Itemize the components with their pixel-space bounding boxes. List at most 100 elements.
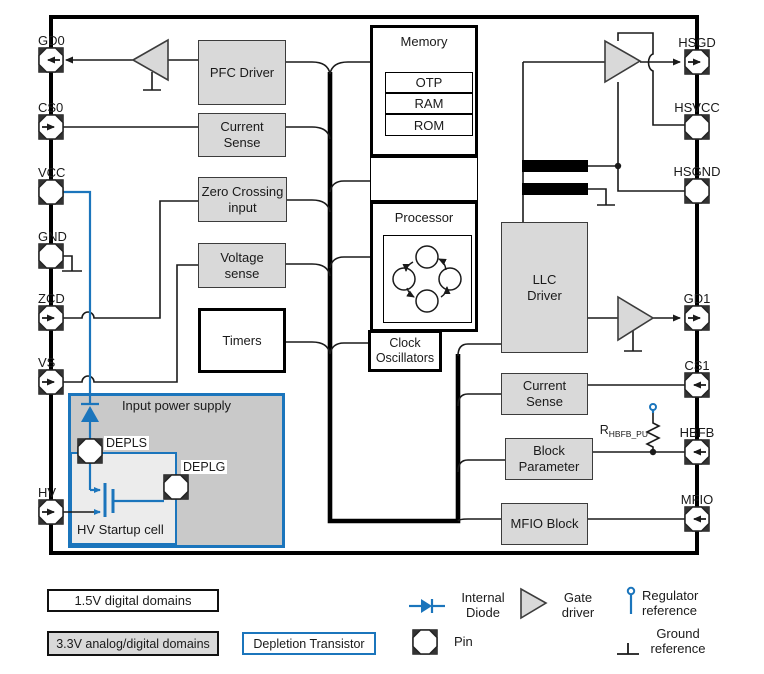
level-shifter-bar-2 xyxy=(522,183,588,195)
legend-gate-driver-label: Gate driver xyxy=(561,590,595,621)
pin-mfio xyxy=(684,506,710,532)
wire-zc-to-bus xyxy=(287,199,331,213)
wire-bus-to-clock xyxy=(329,342,368,355)
wire-cs-to-bus xyxy=(286,126,331,140)
legend-pin-label: Pin xyxy=(454,634,473,649)
pin-vs xyxy=(38,369,64,395)
pin-label-cs0: CS0 xyxy=(38,100,64,115)
wire-bus-to-processor xyxy=(329,256,370,269)
pin-label-hsgnd: HSGND xyxy=(673,164,721,179)
legend-3v3-analog-domains: 3.3V analog/digital domains xyxy=(47,631,219,656)
pin-hv xyxy=(38,499,64,525)
block-mfio: MFIO Block xyxy=(501,503,588,545)
wire-timers-to-bus xyxy=(286,341,331,355)
gd1-driver-ground xyxy=(624,330,642,352)
legend-ground-reference-icon xyxy=(617,643,639,655)
memory-row-rom: ROM xyxy=(385,114,473,136)
pin-label-depls: DEPLS xyxy=(104,436,149,450)
pin-zcd xyxy=(38,305,64,331)
wire-bus-to-memory xyxy=(329,61,370,75)
block-parameter: Block Parameter xyxy=(505,438,593,480)
resistor-label-sub: HBFB_PU xyxy=(608,429,648,439)
block-label: Voltage sense xyxy=(220,249,264,281)
block-label: Current Sense xyxy=(522,378,567,409)
processor-cores-icon xyxy=(392,245,462,313)
pin-depls xyxy=(77,438,103,464)
resistor-hbfb-pullup xyxy=(645,413,661,452)
wire-pfc-to-bus xyxy=(286,61,331,75)
pin-label-hv: HV xyxy=(38,485,57,500)
block-llc-driver: LLC Driver xyxy=(501,222,588,353)
junction-dot xyxy=(614,162,622,170)
block-label: LLC Driver xyxy=(527,271,562,303)
regulator-reference-icon xyxy=(649,403,657,411)
wire-bus-to-blockparam xyxy=(457,459,505,473)
wire-bus-to-cs1 xyxy=(457,393,501,407)
pin-hsgd xyxy=(684,49,710,75)
pin-legend-pin xyxy=(412,629,438,655)
signal-wires xyxy=(62,32,685,522)
block-zero-crossing: Zero Crossing input xyxy=(198,177,287,222)
legend-gate-driver-icon xyxy=(520,587,548,620)
gnd-pin-ground-symbol xyxy=(62,255,82,272)
legend-internal-diode-icon xyxy=(409,599,445,613)
block-label: Current Sense xyxy=(220,119,264,150)
processor-title: Processor xyxy=(394,210,454,225)
wire-bus-to-llc xyxy=(457,343,501,357)
memory-title: Memory xyxy=(400,34,448,49)
hv-startup-cell-box xyxy=(70,452,177,545)
resistor-label-base: R xyxy=(599,423,609,437)
startup-supply-path xyxy=(63,190,164,517)
pin-label-hsgd: HSGD xyxy=(678,35,716,50)
pin-label-hbfb: HBFB xyxy=(679,425,715,440)
wire-hsvcc-feedback xyxy=(617,32,685,126)
pin-label-gd1: GD1 xyxy=(683,291,711,306)
hv-startup-cell-title: HV Startup cell xyxy=(77,522,164,537)
pin-cs1 xyxy=(684,372,710,398)
legend-regulator-reference-label: Regulator reference xyxy=(642,588,699,619)
pin-cs0 xyxy=(38,114,64,140)
block-current-sense-llc: Current Sense xyxy=(501,373,588,415)
level-shifter-bar-1 xyxy=(522,160,588,172)
bus-interface-box xyxy=(370,157,478,201)
legend-depletion-transistor: Depletion Transistor xyxy=(242,632,376,655)
wire-bus-to-interface xyxy=(329,180,370,193)
pin-label-deplg: DEPLG xyxy=(181,460,228,474)
vcc-supply-wire xyxy=(63,190,92,403)
pin-deplg xyxy=(163,474,189,500)
legend-regulator-reference-icon xyxy=(626,586,636,614)
pin-label-cs1: CS1 xyxy=(684,358,710,373)
pin-label-gnd: GND xyxy=(38,229,67,244)
pin-vcc xyxy=(38,179,64,205)
pin-label-gd0: GD0 xyxy=(38,33,65,48)
pin-hsgnd xyxy=(684,178,710,204)
pfc-driver-ground xyxy=(143,72,161,91)
block-clock-oscillators: Clock Oscillators xyxy=(368,330,442,372)
pin-label-mfio: MFIO xyxy=(680,492,714,507)
legend-internal-diode-label: Internal Diode xyxy=(461,590,505,621)
hs-gate-driver-icon xyxy=(604,39,642,84)
wire-hsgnd xyxy=(617,82,685,192)
pins-layer xyxy=(38,47,710,655)
memory-row-ram: RAM xyxy=(385,93,473,114)
pin-label-vcc: VCC xyxy=(38,165,66,180)
block-voltage-sense: Voltage sense xyxy=(198,243,286,288)
block-pfc-driver: PFC Driver xyxy=(198,40,286,105)
internal-bus xyxy=(327,72,461,524)
legend-1v5-digital-domains: 1.5V digital domains xyxy=(47,589,219,612)
memory-row-otp: OTP xyxy=(385,72,473,93)
processor-core-box xyxy=(383,235,472,323)
wire-levelshift2-ground xyxy=(588,188,615,206)
pin-label-hsvcc: HSVCC xyxy=(674,100,720,115)
internal-diode-icon xyxy=(81,406,99,422)
pin-gnd xyxy=(38,243,64,269)
legend-ground-reference-label: Ground reference xyxy=(650,626,706,657)
chip-outline xyxy=(49,15,699,555)
wire-vs xyxy=(63,264,198,383)
pin-hbfb xyxy=(684,439,710,465)
junction-dot xyxy=(649,448,657,456)
block-timers: Timers xyxy=(198,308,286,373)
wire-bus-to-mfio xyxy=(457,518,501,522)
